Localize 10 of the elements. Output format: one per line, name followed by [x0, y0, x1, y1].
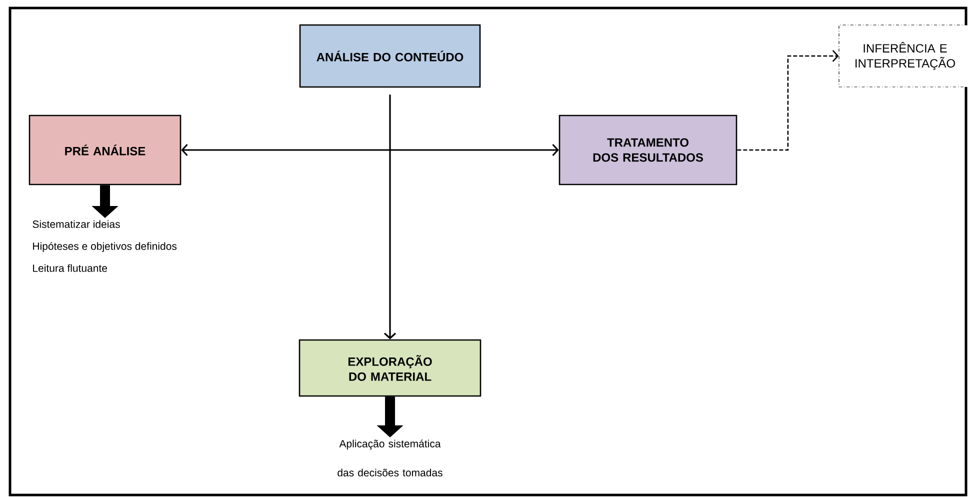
bullet-text: Sistematizar ideias Hipóteses e objetivos definidos Leitura flutuante [32, 220, 177, 272]
note-text: Aplicação sistemática das decisões tomadas [338, 440, 442, 476]
arrow [384, 94, 396, 340]
dashed-arrow [737, 50, 839, 151]
dashed-box: INFERÊNCIA E INTERPRETAÇÃO [838, 24, 968, 88]
process-box: EXPLORAÇÃO DO MATERIAL [298, 339, 482, 397]
process-box: TRATAMENTO DOS RESULTADOS [558, 114, 738, 186]
process-box: PRÉ ANÁLISE [28, 114, 182, 186]
process-box: ANÁLISE DO CONTEÚDO [299, 24, 481, 88]
arrow [181, 144, 559, 156]
